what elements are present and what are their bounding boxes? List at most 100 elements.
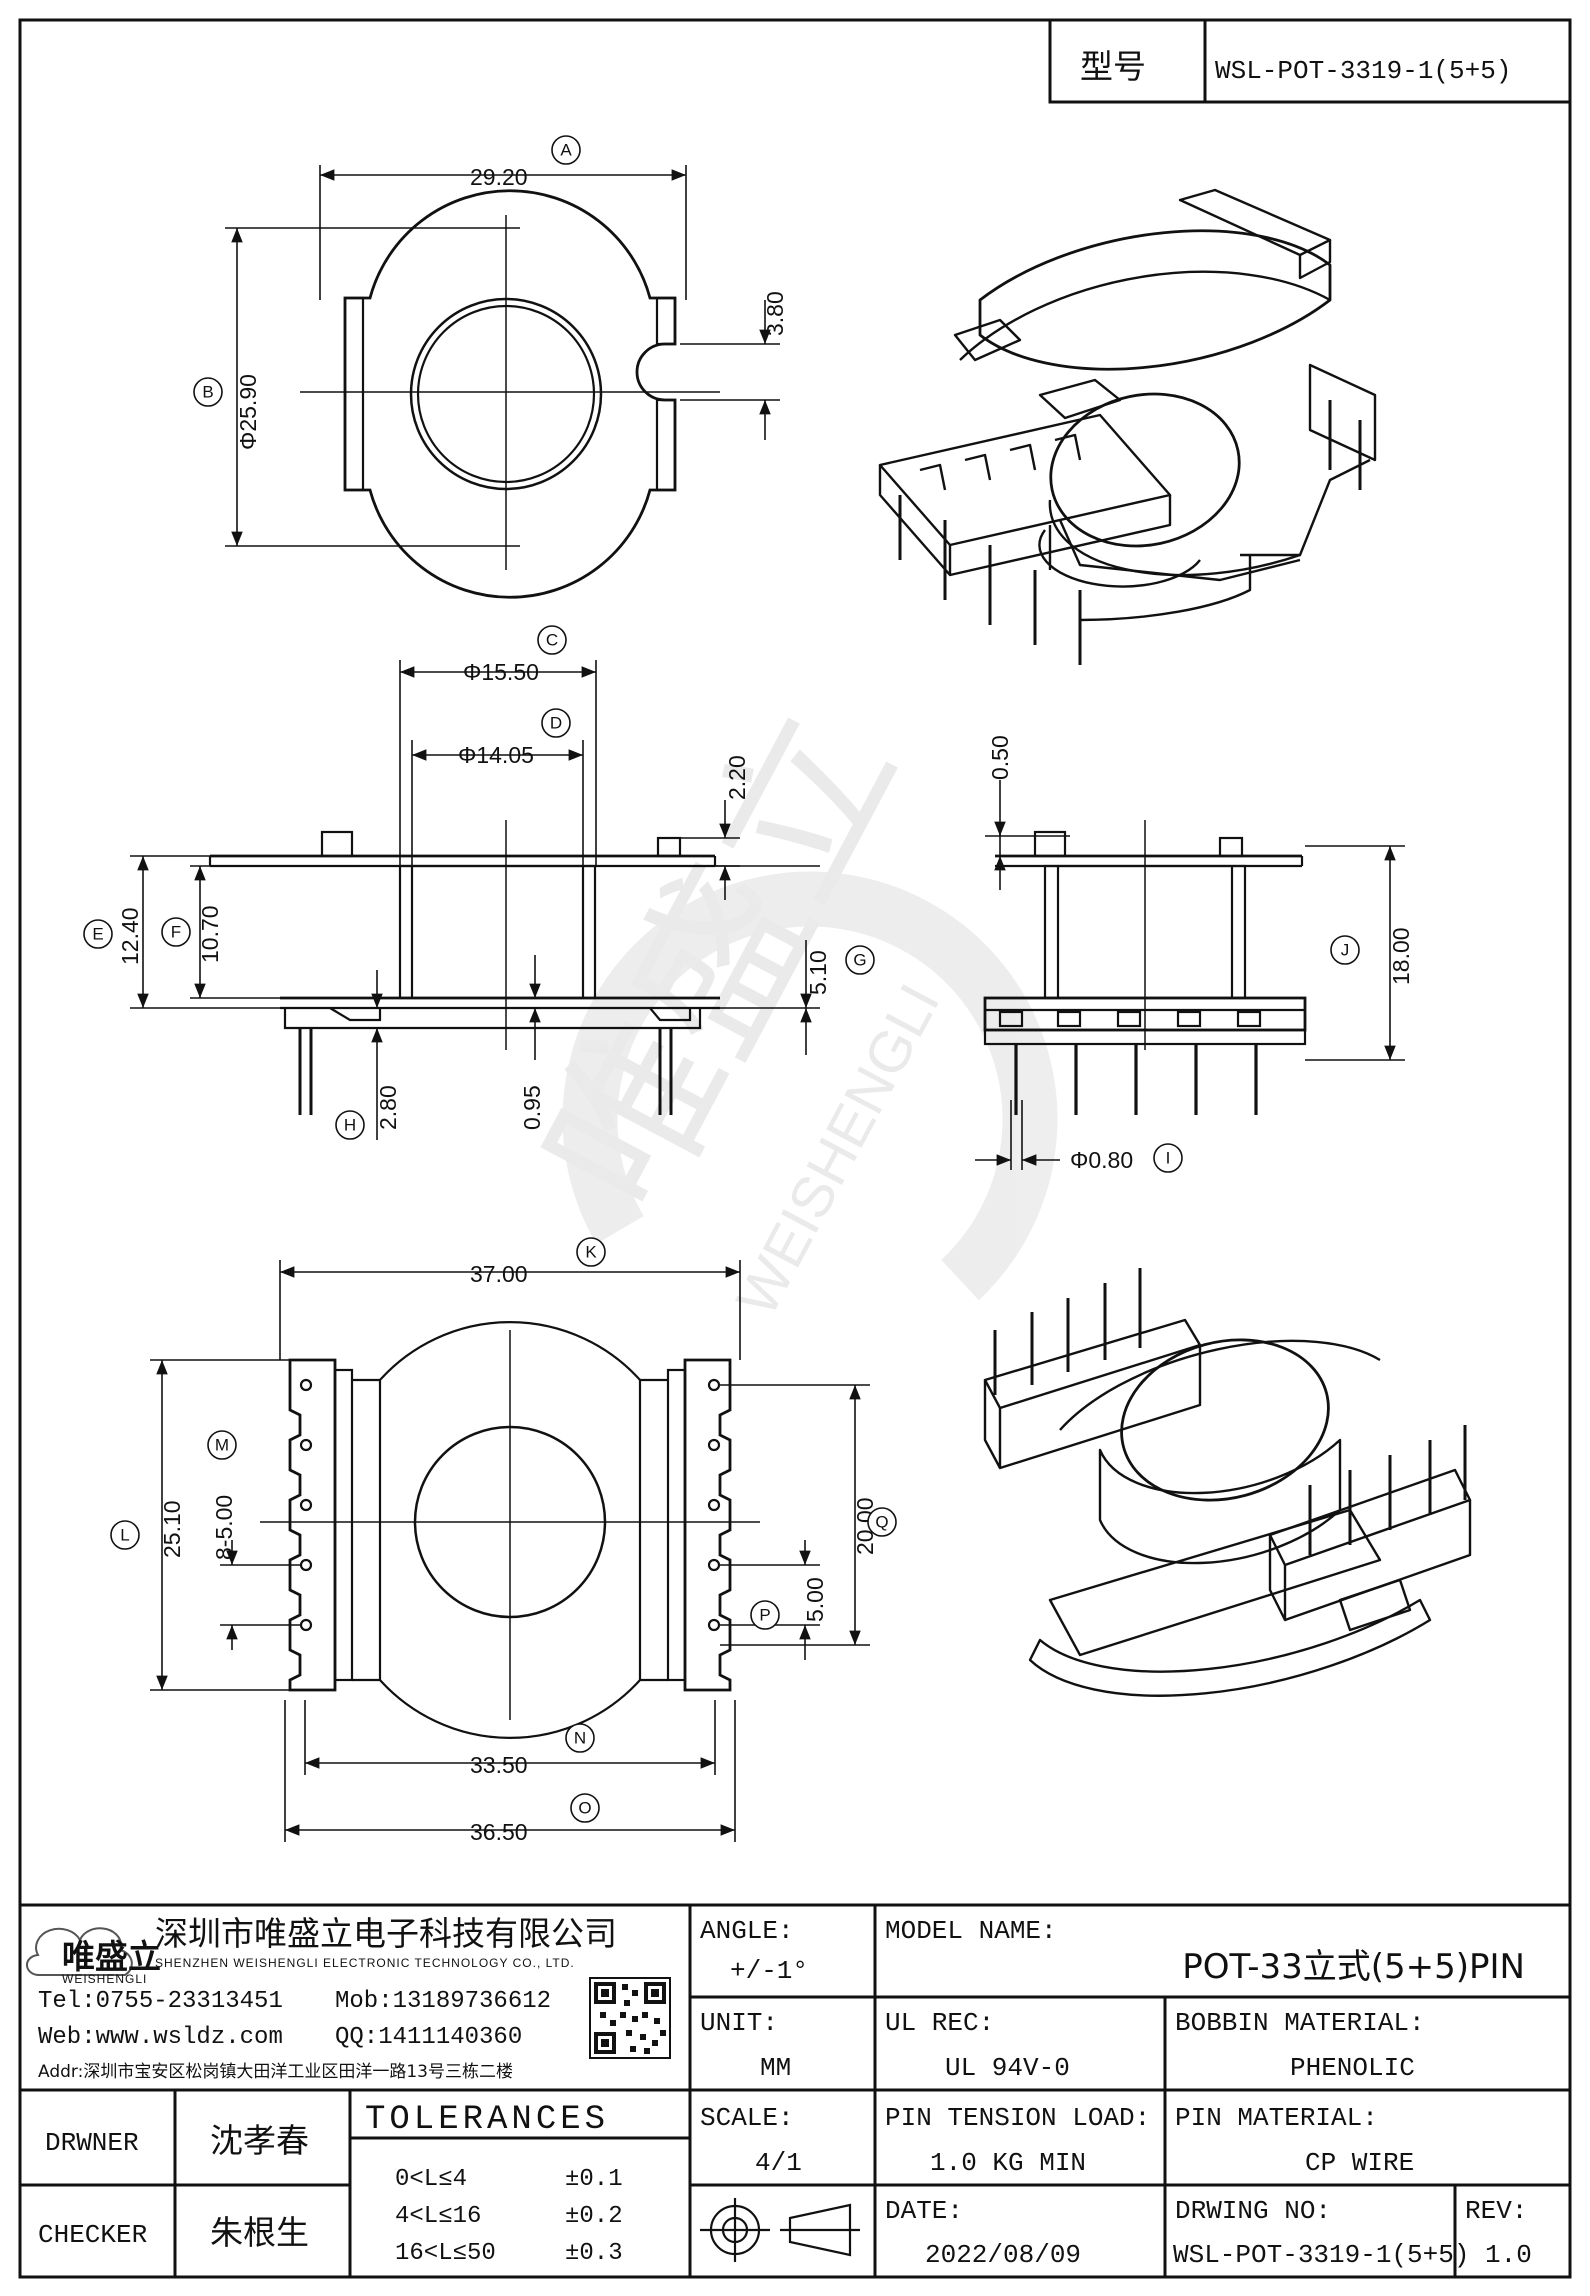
dim-a-tag: A	[551, 135, 581, 165]
dim-j-value: 18.00	[1388, 927, 1414, 985]
model-name-value: POT-33立式(5+5)PIN	[1182, 1947, 1525, 1987]
company-web: Web:www.wsldz.com	[38, 2024, 283, 2051]
company-mob: Mob:13189736612	[335, 1988, 551, 2015]
tol-1-range: 0<L≤4	[395, 2166, 467, 2193]
angle-value: +/-1°	[730, 1956, 808, 1986]
svg-text:C: C	[546, 631, 558, 650]
bottom-view-dims	[150, 1260, 870, 1842]
dim-c-tag: C	[537, 625, 567, 655]
svg-text:L: L	[120, 1526, 129, 1545]
company-logo-text: 唯盛立	[62, 1937, 161, 1976]
dim-e-tag: E	[83, 919, 113, 949]
outer-frame	[18, 18, 1572, 2279]
qr-code-icon	[589, 1977, 671, 2059]
checker-value: 朱根生	[210, 2213, 309, 2252]
dim-m-value: 8-5.00	[211, 1495, 237, 1560]
dim-k-tag: K	[576, 1237, 606, 1267]
company-name-cn: 深圳市唯盛立电子科技有限公司	[155, 1914, 617, 1953]
pin-tension-label: PIN TENSION LOAD:	[885, 2103, 1150, 2133]
tolerances-label: TOLERANCES	[365, 2101, 609, 2139]
side-view	[208, 820, 720, 1115]
tol-2-value: ±0.2	[565, 2203, 623, 2230]
dim-n-tag: N	[565, 1723, 595, 1753]
type-label: 型号	[1080, 47, 1146, 86]
drawing-no-label: DRWING NO:	[1175, 2196, 1331, 2226]
dim-d-value: Φ14.05	[458, 742, 534, 768]
svg-text:H: H	[344, 1116, 356, 1135]
company-qq: QQ:1411140360	[335, 2024, 522, 2051]
ul-rec-label: UL REC:	[885, 2008, 994, 2038]
company-logo-icon	[26, 1927, 133, 1977]
drawer-value: 沈孝春	[210, 2121, 309, 2160]
bottom-view	[260, 1321, 760, 1739]
ul-rec-value: UL 94V-0	[945, 2053, 1070, 2083]
company-tel: Tel:0755-23313451	[38, 1988, 283, 2015]
bobbin-material-label: BOBBIN MATERIAL:	[1175, 2008, 1425, 2038]
rev-value: 1.0	[1485, 2240, 1532, 2270]
dim-l-tag: L	[110, 1520, 140, 1550]
iso-view-bottom	[983, 1268, 1472, 1697]
title-block	[20, 1903, 1570, 2277]
dim-o-value: 36.50	[470, 1819, 528, 1845]
svg-text:G: G	[853, 951, 866, 970]
svg-text:M: M	[215, 1436, 229, 1455]
scale-value: 4/1	[755, 2148, 802, 2178]
scale-label: SCALE:	[700, 2103, 794, 2133]
company-block: 唯盛立 WEISHENGLI 深圳市唯盛立电子科技有限公司 SHENZHEN W…	[26, 1914, 671, 2082]
svg-text:K: K	[585, 1243, 597, 1262]
unit-value: MM	[760, 2053, 791, 2083]
dim-e-value: 12.40	[117, 907, 143, 965]
dim-0-50-value: 0.50	[987, 735, 1013, 780]
front-view-dims	[975, 780, 1405, 1170]
dim-d-tag: D	[541, 708, 571, 738]
top-view-dims	[225, 165, 780, 547]
dim-b-value: Φ25.90	[235, 374, 261, 450]
svg-text:E: E	[92, 925, 103, 944]
projection-symbol-icon	[700, 2198, 860, 2262]
dim-g-value: 5.10	[805, 950, 831, 995]
tol-2-range: 4<L≤16	[395, 2203, 481, 2230]
company-name-en: SHENZHEN WEISHENGLI ELECTRONIC TECHNOLOG…	[155, 1956, 575, 1970]
dim-h-value: 2.80	[375, 1085, 401, 1130]
top-view	[300, 189, 720, 599]
dim-l-value: 25.10	[159, 1500, 185, 1558]
dim-k-value: 37.00	[470, 1261, 528, 1287]
bobbin-material-value: PHENOLIC	[1290, 2053, 1415, 2083]
tol-3-value: ±0.3	[565, 2240, 623, 2267]
dim-p-tag: P	[750, 1600, 780, 1630]
header-model-box: 型号 WSL-POT-3319-1(5+5)	[1048, 18, 1572, 104]
model-name-label: MODEL NAME:	[885, 1916, 1057, 1946]
svg-text:I: I	[1166, 1149, 1171, 1168]
dim-0-95-value: 0.95	[519, 1085, 545, 1130]
dim-3-80-value: 3.80	[762, 291, 788, 336]
dim-j-tag: J	[1330, 935, 1360, 965]
svg-text:B: B	[202, 383, 213, 402]
pin-material-label: PIN MATERIAL:	[1175, 2103, 1378, 2133]
dim-2-20-value: 2.20	[724, 755, 750, 800]
pin-material-value: CP WIRE	[1305, 2148, 1414, 2178]
date-label: DATE:	[885, 2196, 963, 2226]
dim-b-tag: B	[193, 377, 223, 407]
svg-text:J: J	[1341, 941, 1350, 960]
tol-1-value: ±0.1	[565, 2166, 623, 2193]
unit-label: UNIT:	[700, 2008, 778, 2038]
checker-label: CHECKER	[38, 2220, 147, 2250]
svg-text:F: F	[171, 923, 181, 942]
dim-f-value: 10.70	[197, 905, 223, 963]
svg-text:P: P	[759, 1606, 770, 1625]
model-number: WSL-POT-3319-1(5+5)	[1215, 56, 1511, 86]
angle-label: ANGLE:	[700, 1916, 794, 1946]
svg-text:N: N	[574, 1729, 586, 1748]
date-value: 2022/08/09	[925, 2240, 1081, 2270]
drawing-no-value: WSL-POT-3319-1(5+5)	[1173, 2240, 1469, 2270]
rev-label: REV:	[1465, 2196, 1527, 2226]
dim-q-tag: Q	[867, 1507, 897, 1537]
tol-3-range: 16<L≤50	[395, 2240, 496, 2267]
drawer-label: DRWNER	[45, 2128, 139, 2158]
dim-c-value: Φ15.50	[463, 659, 539, 685]
svg-text:A: A	[560, 141, 572, 160]
watermark: 唯盛立 WEISHENGLI	[511, 683, 1058, 1326]
dim-n-value: 33.50	[470, 1752, 528, 1778]
dim-o-tag: O	[570, 1793, 600, 1823]
